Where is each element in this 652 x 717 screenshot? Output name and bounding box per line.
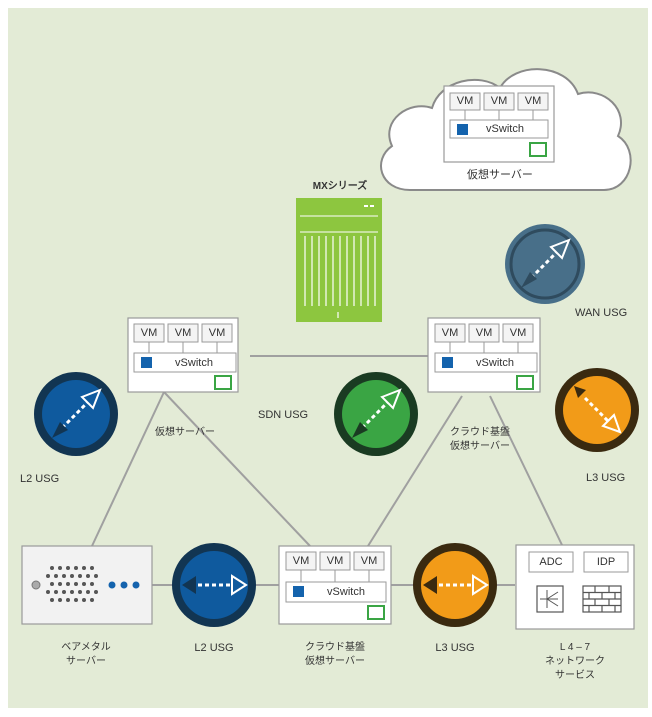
left-server-caption: 仮想サーバー — [155, 427, 215, 438]
l3-usg-bottom-label: L3 USG — [435, 642, 475, 654]
idp-label: IDP — [596, 556, 616, 568]
vswitch-label: vSwitch — [327, 586, 365, 598]
l3-usg-right-icon — [555, 368, 639, 452]
bottom-server-caption-line2: 仮想サーバー — [305, 656, 365, 667]
host-port-icon — [214, 375, 232, 390]
cloud-server-caption: 仮想サーバー — [467, 169, 533, 181]
sdn-usg-icon — [334, 372, 418, 456]
l2-usg-bottom-label: L2 USG — [194, 642, 234, 654]
l47-caption-line2: ネットワーク — [545, 656, 605, 667]
wan-usg-label: WAN USG — [575, 307, 628, 319]
vswitch-label: vSwitch — [486, 123, 524, 135]
right-server-caption-line1: クラウド基盤 — [450, 427, 510, 438]
baremetal-caption-line2: サーバー — [66, 656, 106, 667]
vm-label: VM — [475, 327, 493, 339]
l2-usg-left-icon — [34, 372, 118, 456]
vm-label: VM — [292, 555, 310, 567]
vm-label: VM — [360, 555, 378, 567]
l2-usg-left-label: L2 USG — [20, 473, 60, 485]
cloud-server — [443, 85, 555, 163]
vm-label: VM — [490, 95, 508, 107]
load-balancer-icon — [536, 585, 564, 613]
bottom-server-caption-line1: クラウド基盤 — [305, 642, 365, 653]
sdn-usg-label: SDN USG — [258, 409, 309, 421]
host-port-icon — [516, 375, 534, 390]
l2-usg-bottom-icon — [172, 543, 256, 627]
right-server-caption-line2: 仮想サーバー — [450, 441, 510, 452]
adc-label: ADC — [539, 556, 563, 568]
vm-label: VM — [441, 327, 459, 339]
vm-label: VM — [326, 555, 344, 567]
firewall-icon — [582, 585, 622, 613]
switch-icon — [442, 357, 453, 368]
vm-label: VM — [174, 327, 192, 339]
vswitch-label: vSwitch — [476, 357, 514, 369]
vm-label: VM — [509, 327, 527, 339]
switch-icon — [293, 586, 304, 597]
left-server — [127, 317, 239, 393]
vm-label: VM — [140, 327, 158, 339]
l47-caption-line1: L 4 – 7 — [559, 642, 591, 653]
baremetal-caption-line1: ベアメタル — [61, 642, 111, 653]
vm-label: VM — [208, 327, 226, 339]
l47-services — [515, 544, 635, 630]
mx-series-title: MXシリーズ — [312, 181, 368, 192]
bottom-server — [278, 545, 392, 625]
host-port-icon — [529, 142, 547, 157]
right-server — [427, 317, 541, 393]
switch-icon — [141, 357, 152, 368]
mx-chassis — [296, 198, 382, 322]
wan-usg-icon — [505, 224, 585, 304]
vm-label: VM — [456, 95, 474, 107]
switch-icon — [457, 124, 468, 135]
vswitch-label: vSwitch — [175, 357, 213, 369]
vm-label: VM — [524, 95, 542, 107]
l3-usg-right-label: L3 USG — [586, 472, 626, 484]
l3-usg-bottom-icon — [413, 543, 497, 627]
baremetal-server — [21, 545, 153, 625]
l47-caption-line3: サービス — [555, 670, 595, 681]
host-port-icon — [367, 605, 385, 620]
